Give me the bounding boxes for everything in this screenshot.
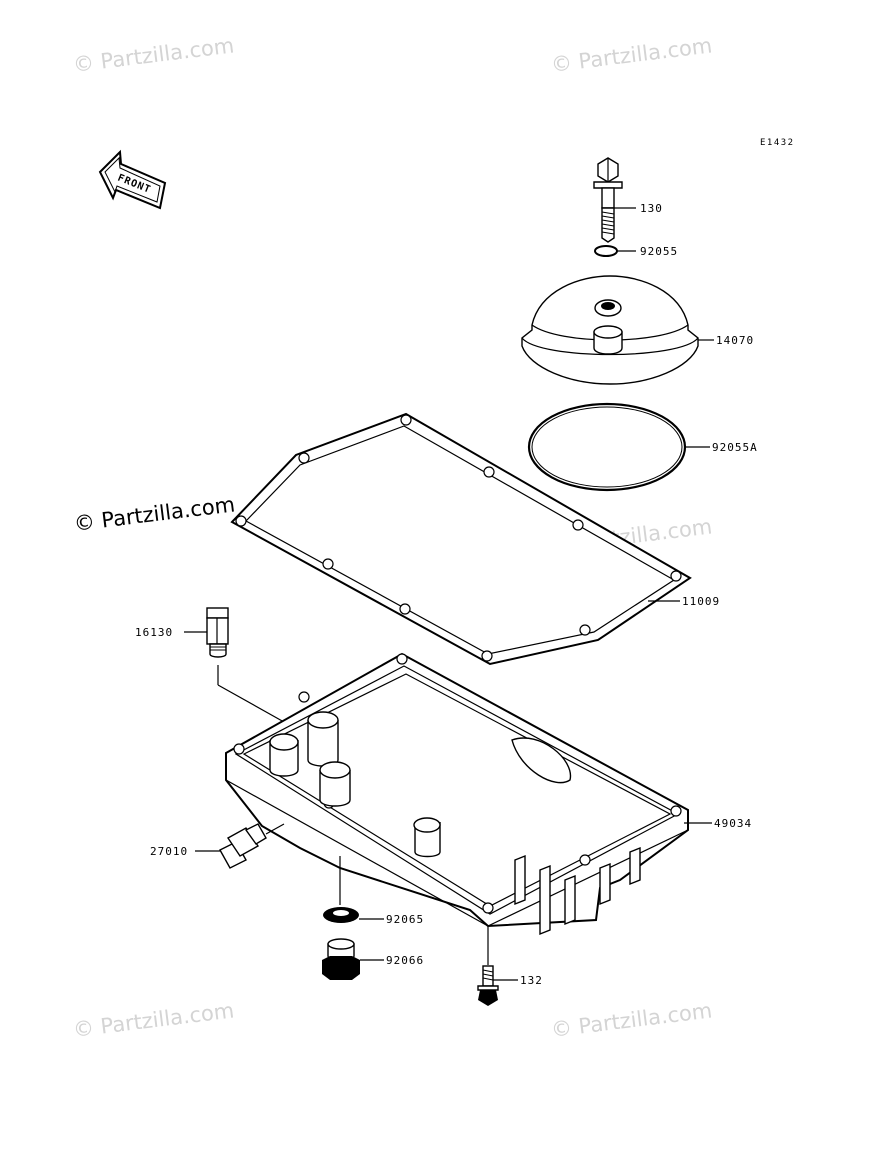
label-130: 130 [640,202,663,215]
label-16130: 16130 [135,626,173,639]
bolt-132-icon [477,965,499,1006]
drain-plug-92066-icon [322,938,360,980]
o-ring-92055A-icon [527,402,687,492]
label-14070: 14070 [716,334,754,347]
watermark-bottom-right: © Partzilla.com [550,998,714,1042]
o-ring-92055-icon [594,245,618,257]
gasket-11009-icon [230,412,692,666]
cover-14070-icon [521,275,699,385]
label-92066: 92066 [386,954,424,967]
label-27010: 27010 [150,845,188,858]
label-92055: 92055 [640,245,678,258]
label-92065: 92065 [386,913,424,926]
label-11009: 11009 [682,595,720,608]
label-92055A: 92055A [712,441,758,454]
watermark-top-left: © Partzilla.com [72,33,236,77]
switch-27010-icon [219,823,267,869]
watermark-top-right: © Partzilla.com [550,33,714,77]
watermark-bottom-left: © Partzilla.com [72,998,236,1042]
label-132: 132 [520,974,543,987]
washer-92065-icon [323,907,359,923]
fitting-16130-icon [206,607,229,658]
diagram-code: E1432 [760,138,795,148]
front-arrow-icon: FRONT [98,149,167,210]
bolt-130-icon [593,157,623,243]
oil-pan-49034-icon [225,652,689,936]
label-49034: 49034 [714,817,752,830]
